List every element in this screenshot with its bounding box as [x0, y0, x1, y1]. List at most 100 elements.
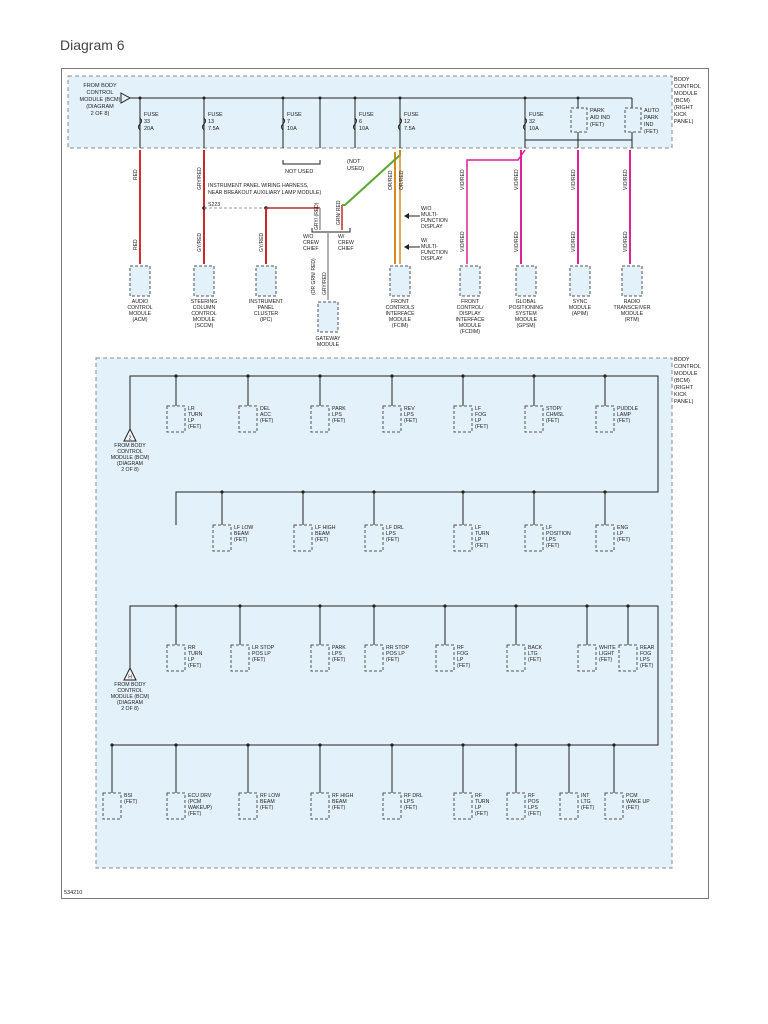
svg-text:(FCDIM): (FCDIM) [460, 329, 480, 335]
svg-text:(FET): (FET) [644, 129, 658, 135]
svg-text:PARK: PARK [644, 115, 659, 121]
svg-text:LF DRL: LF DRL [386, 525, 404, 531]
svg-text:(FET): (FET) [626, 805, 640, 811]
svg-text:FROM BODY: FROM BODY [83, 83, 117, 89]
svg-text:CONTROL: CONTROL [674, 84, 701, 90]
svg-text:7: 7 [287, 119, 290, 125]
svg-text:MODULE: MODULE [515, 317, 538, 323]
svg-text:ENG: ENG [617, 525, 628, 531]
svg-text:MODULE (BCM): MODULE (BCM) [80, 97, 121, 103]
svg-text:FOG: FOG [640, 651, 651, 657]
svg-text:CREW: CREW [338, 240, 354, 246]
svg-text:FOG: FOG [457, 651, 468, 657]
svg-text:PARK: PARK [590, 108, 605, 114]
svg-text:BODY: BODY [674, 77, 690, 83]
svg-text:(FET): (FET) [590, 122, 604, 128]
svg-text:RADIO: RADIO [624, 299, 640, 305]
svg-text:TURN: TURN [188, 412, 203, 418]
row-4-fet-1: BSI(FET) [102, 743, 138, 820]
svg-text:7.5A: 7.5A [208, 126, 220, 132]
svg-text:32: 32 [529, 119, 535, 125]
svg-text:TURN: TURN [475, 799, 490, 805]
svg-text:H: H [128, 675, 132, 681]
svg-text:DISPLAY: DISPLAY [459, 311, 481, 317]
row-1-fet-6: STOP/CHMSL(FET) [524, 374, 564, 433]
svg-text:GY/RED: GY/RED [197, 232, 203, 252]
svg-text:GY/RED: GY/RED [259, 232, 265, 252]
svg-text:MODULE: MODULE [389, 317, 412, 323]
svg-text:20A: 20A [144, 126, 154, 132]
fuse-13: FUSE 13 7.5A [202, 96, 223, 148]
svg-text:PUDDLE: PUDDLE [617, 406, 639, 412]
module-fcim: FRONT CONTROLS INTERFACE MODULE (FCIM) [385, 265, 415, 329]
svg-text:WAKE UP: WAKE UP [626, 799, 650, 805]
svg-text:(DIAGRAM: (DIAGRAM [117, 461, 143, 467]
svg-text:LP: LP [475, 805, 482, 811]
svg-text:MODULE: MODULE [674, 91, 698, 97]
svg-text:RF HIGH: RF HIGH [332, 793, 354, 799]
svg-text:INTERFACE: INTERFACE [385, 311, 415, 317]
svg-text:GATEWAY: GATEWAY [316, 336, 342, 342]
svg-text:(FET): (FET) [332, 418, 346, 424]
source-2-label: FROM BODY CONTROL MODULE (BCM) (DIAGRAM … [111, 682, 150, 712]
svg-text:LF: LF [475, 406, 481, 412]
svg-text:INSTRUMENT PANEL WIRING HARNES: INSTRUMENT PANEL WIRING HARNESS, [208, 183, 309, 189]
svg-text:INTERFACE: INTERFACE [455, 317, 485, 323]
svg-text:(NOT: (NOT [347, 159, 361, 165]
marker-1-icon [123, 427, 137, 442]
svg-text:RF: RF [457, 645, 464, 651]
svg-text:12: 12 [404, 119, 410, 125]
svg-text:RED: RED [133, 169, 139, 180]
svg-text:LTG: LTG [528, 651, 538, 657]
svg-text:REAR: REAR [640, 645, 655, 651]
svg-text:MODULE: MODULE [674, 371, 698, 377]
mfd-labels: W/O MULTI- FUNCTION DISPLAY W/ MULTI- FU… [421, 206, 448, 262]
svg-text:CHIEF: CHIEF [303, 246, 319, 252]
park-aid-fet-box [570, 107, 588, 133]
svg-text:AUTO: AUTO [644, 108, 660, 114]
svg-text:VIO/RED: VIO/RED [514, 231, 520, 252]
svg-text:LPS: LPS [528, 805, 538, 811]
svg-text:2 OF 8): 2 OF 8) [121, 706, 139, 712]
svg-text:(FET): (FET) [124, 799, 138, 805]
svg-text:POSITION: POSITION [546, 531, 571, 537]
svg-text:VIO/RED: VIO/RED [623, 169, 629, 190]
svg-text:REV: REV [404, 406, 415, 412]
svg-text:RF: RF [475, 793, 482, 799]
svg-text:(FET): (FET) [188, 424, 202, 430]
svg-text:FOG: FOG [475, 412, 486, 418]
svg-text:(FET): (FET) [546, 418, 560, 424]
doc-id: 534210 [64, 890, 82, 896]
svg-text:VIO/RED: VIO/RED [571, 169, 577, 190]
fuse-6: FUSE 6 10A [353, 96, 374, 148]
svg-text:DISPLAY: DISPLAY [421, 256, 443, 262]
svg-text:LF: LF [546, 525, 552, 531]
svg-text:LPS: LPS [404, 799, 414, 805]
svg-text:BODY: BODY [674, 357, 690, 363]
svg-text:(FCIM): (FCIM) [392, 323, 408, 329]
svg-text:(FET): (FET) [188, 663, 202, 669]
svg-text:LP: LP [188, 657, 195, 663]
svg-text:GLOBAL: GLOBAL [516, 299, 537, 305]
svg-text:POS LP: POS LP [252, 651, 271, 657]
svg-text:(FET): (FET) [528, 657, 542, 663]
svg-text:LR STOP: LR STOP [252, 645, 275, 651]
module-fcdim: FRONT CONTROL/ DISPLAY INTERFACE MODULE … [455, 265, 485, 335]
svg-text:INT: INT [581, 793, 590, 799]
svg-text:LF HIGH: LF HIGH [315, 525, 336, 531]
not-used-label: NOT USED [285, 169, 313, 175]
svg-text:MULTI-: MULTI- [421, 244, 438, 250]
svg-text:FUSE: FUSE [208, 112, 223, 118]
